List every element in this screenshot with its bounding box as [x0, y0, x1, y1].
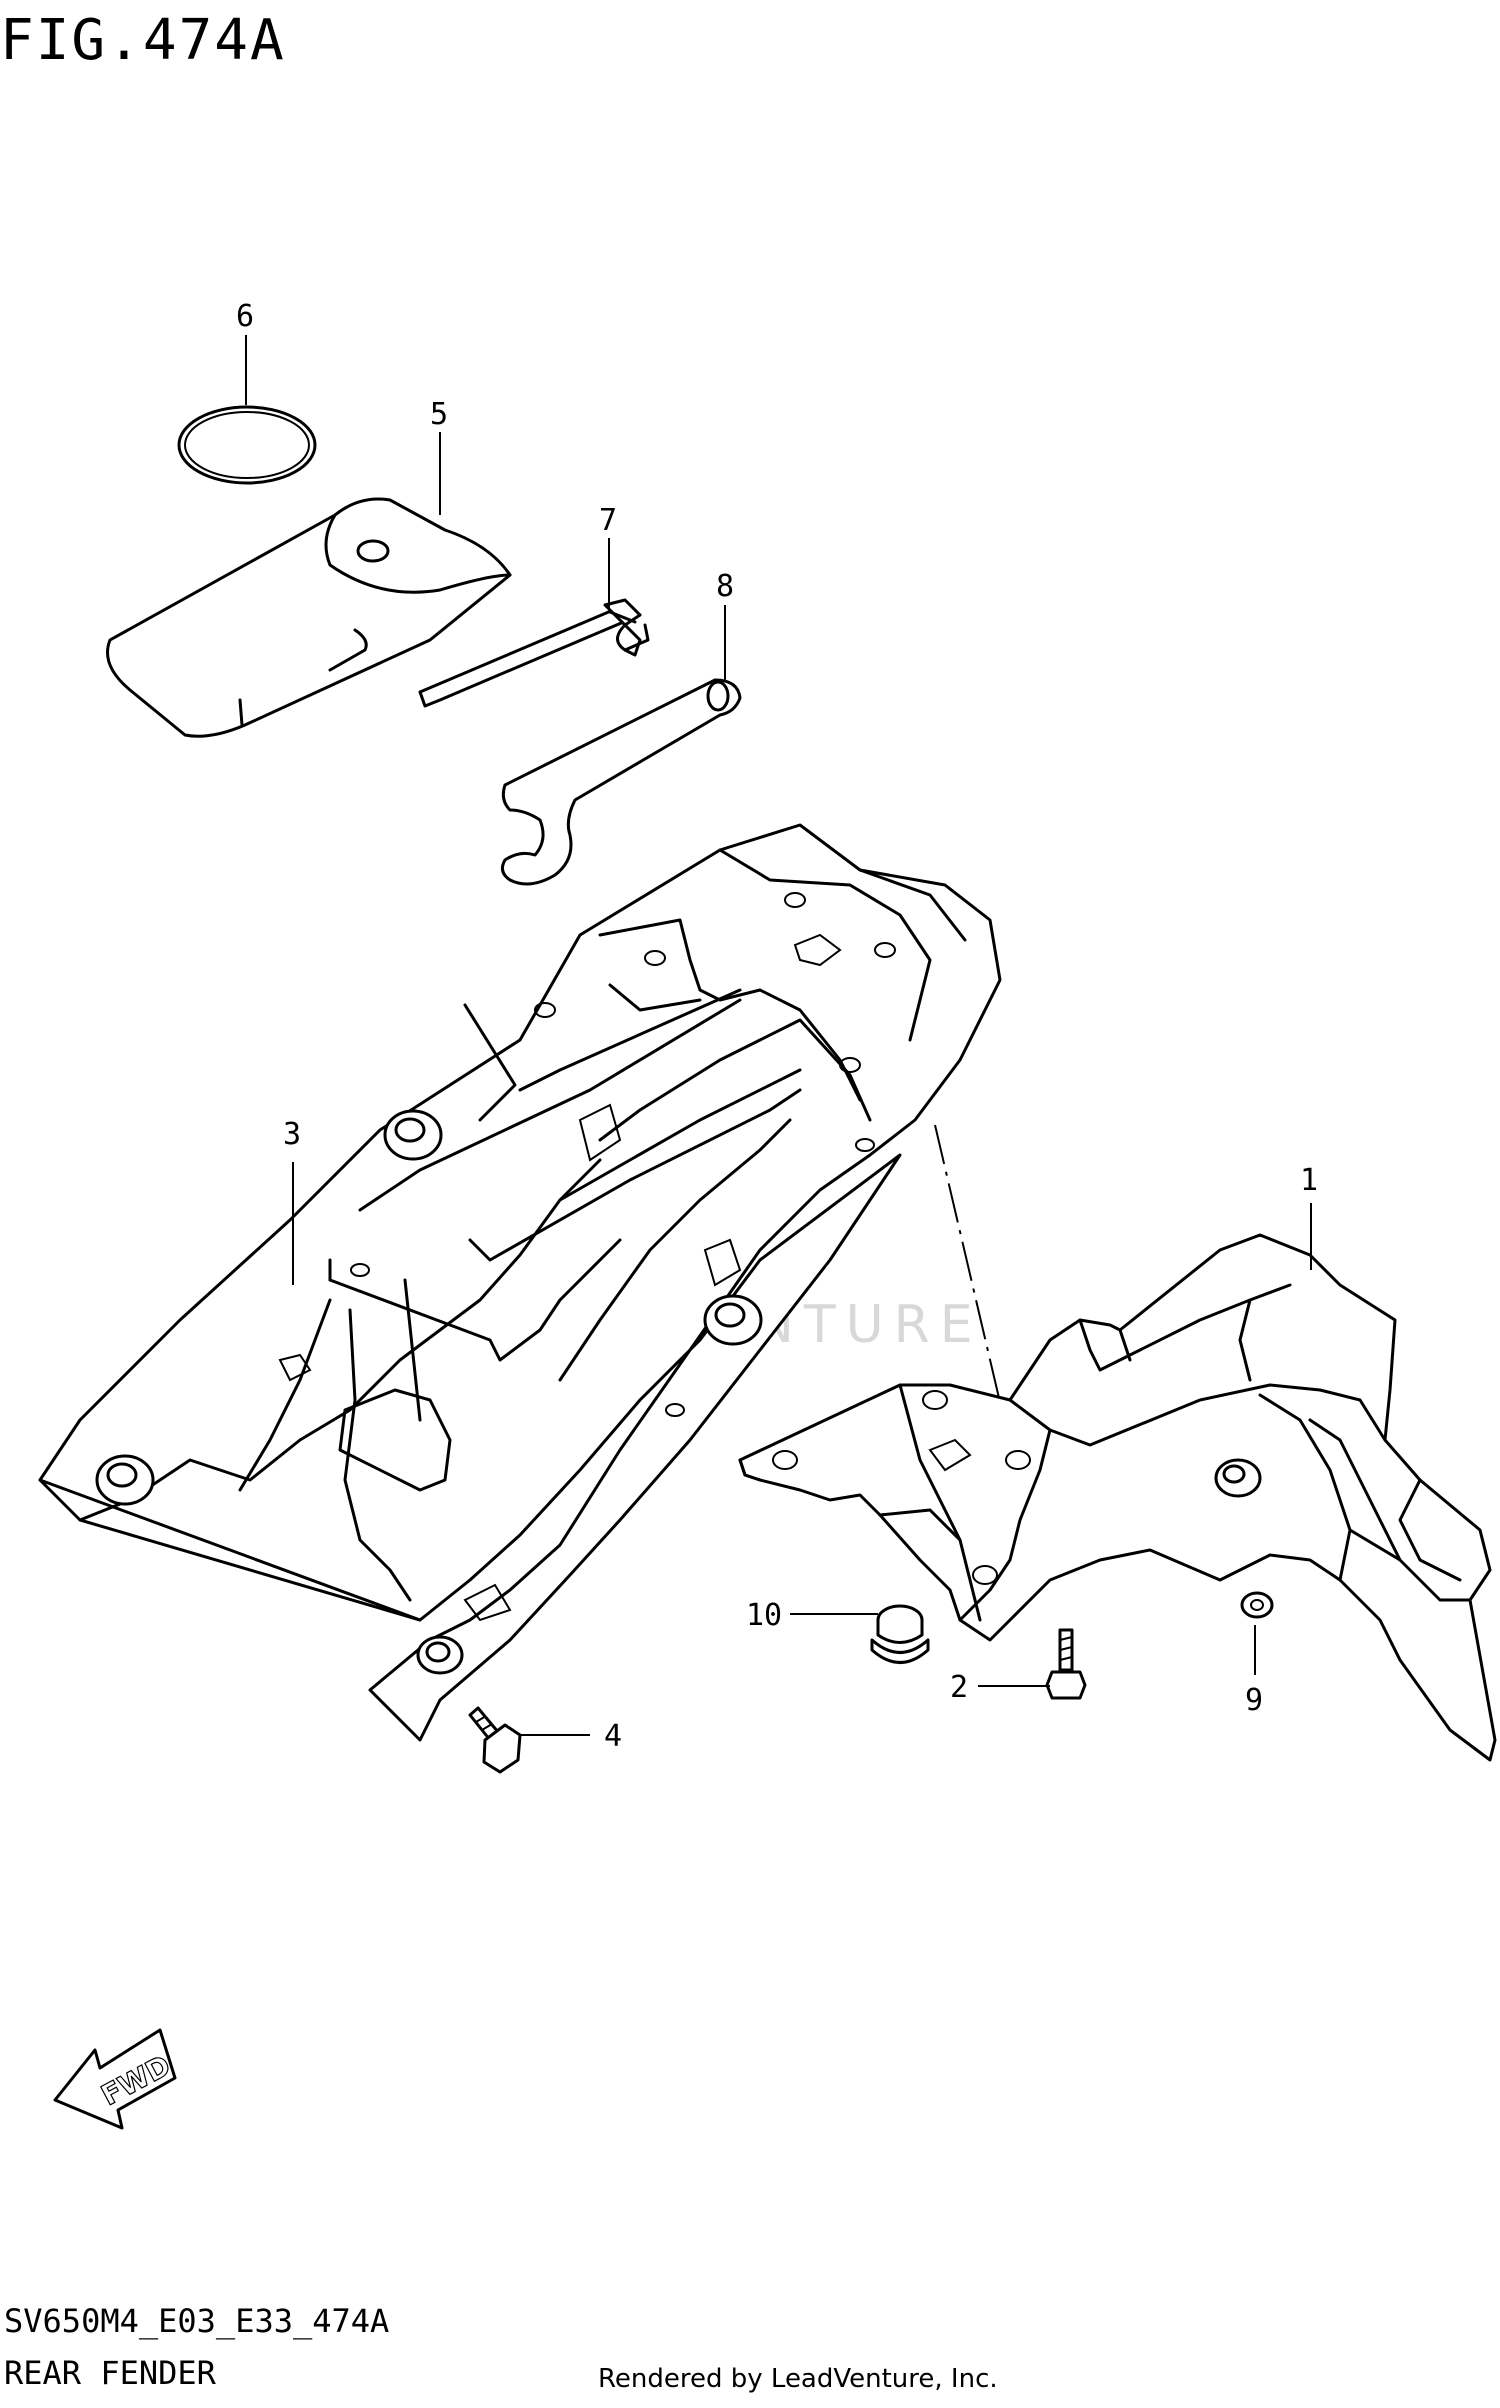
callout-10: 10	[746, 1598, 782, 1633]
part-2-bolt[interactable]	[1045, 1628, 1087, 1700]
callout-8: 8	[716, 569, 734, 604]
callout-7: 7	[599, 503, 617, 538]
callout-6: 6	[236, 299, 254, 334]
render-credit: Rendered by LeadVenture, Inc.	[598, 2364, 998, 2394]
part-6-band[interactable]	[177, 405, 317, 485]
callout-4: 4	[604, 1719, 622, 1754]
callout-2: 2	[950, 1670, 968, 1705]
part-3-seat-frame[interactable]	[38, 823, 1002, 1742]
model-code: SV650M4_E03_E33_474A	[4, 2302, 390, 2340]
section-title: REAR FENDER	[4, 2354, 216, 2392]
part-1-rear-fender[interactable]	[738, 1233, 1497, 1762]
figure-title: FIG.474A	[0, 8, 286, 73]
leader-lines	[245, 335, 1312, 1736]
callout-3: 3	[283, 1117, 301, 1152]
callout-9: 9	[1245, 1683, 1263, 1718]
part-5-tool-bag[interactable]	[106, 497, 512, 738]
part-10-rubber-mount[interactable]	[870, 1604, 930, 1664]
part-7-hex-key[interactable]	[418, 598, 650, 708]
alignment-line	[934, 1124, 1011, 1446]
part-4-bolt[interactable]	[468, 1706, 522, 1774]
callout-1: 1	[1300, 1163, 1318, 1198]
fwd-direction-arrow: FWD	[53, 2028, 177, 2130]
callout-5: 5	[430, 397, 448, 432]
part-8-spanner[interactable]	[500, 678, 742, 886]
part-9-washer[interactable]	[1240, 1591, 1274, 1619]
